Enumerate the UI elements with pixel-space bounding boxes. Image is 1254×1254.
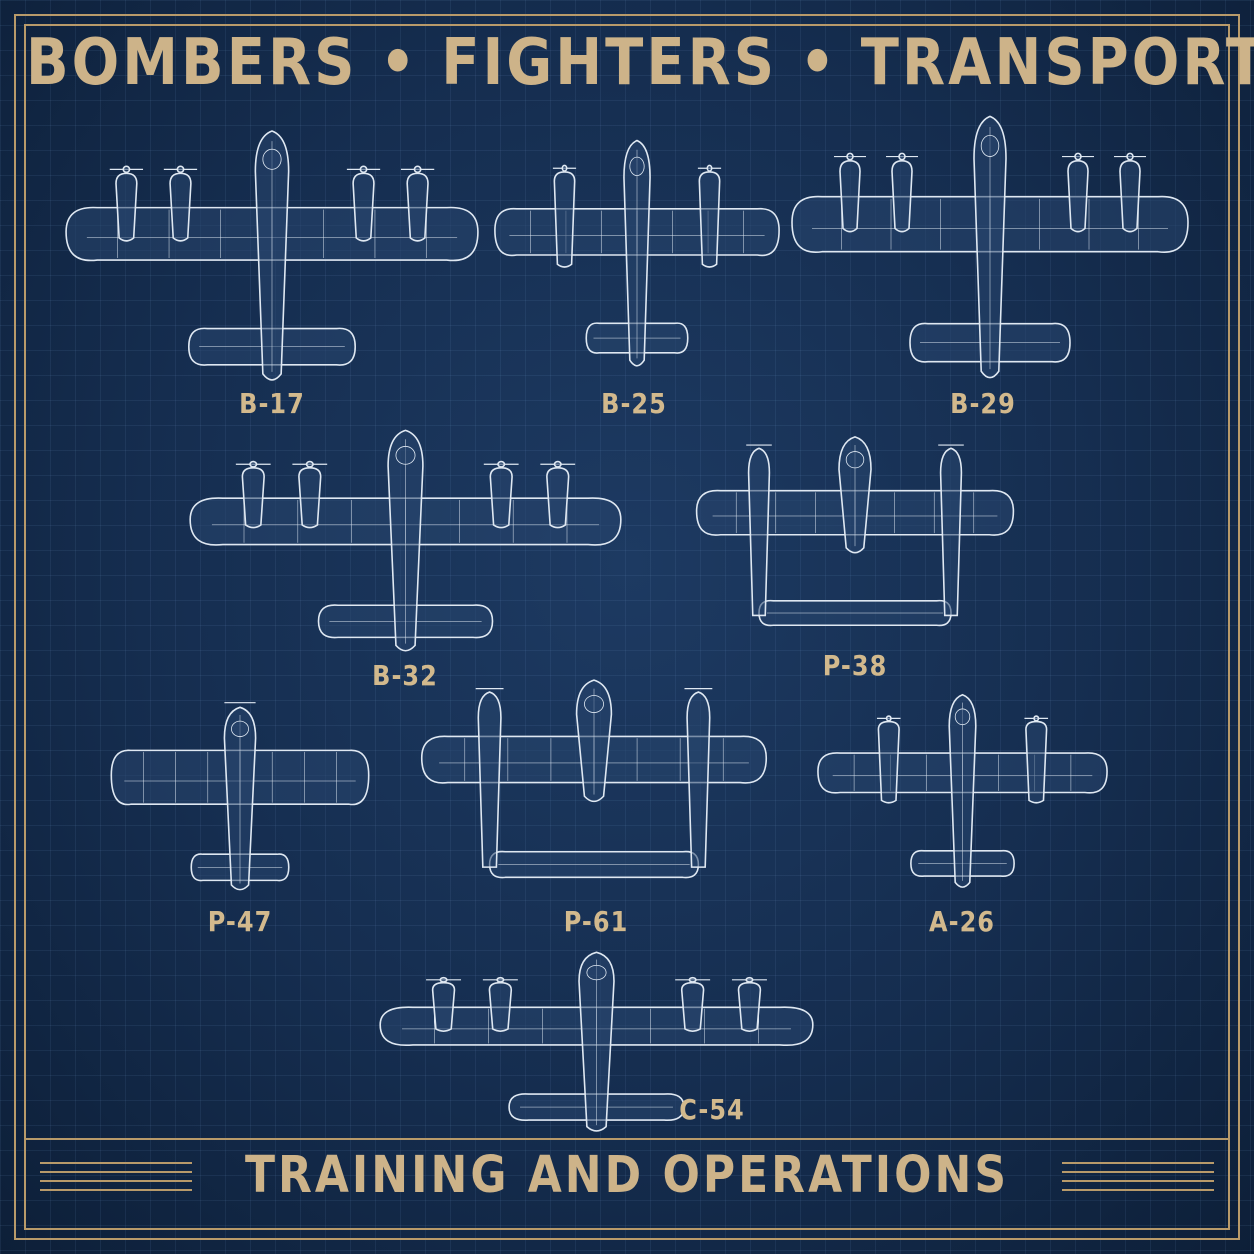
b-17-blueprint <box>64 125 480 387</box>
footer-title: TRAINING AND OPERATIONS <box>244 1146 1010 1205</box>
b-17-label: B-17 <box>239 387 305 421</box>
decorative-lines-right <box>1062 1162 1214 1202</box>
c-54-label: C-54 <box>679 1093 745 1127</box>
p-61-label: P-61 <box>563 905 629 939</box>
p-38-blueprint <box>695 432 1015 644</box>
c-54-blueprint <box>378 948 815 1136</box>
b-25-label: B-25 <box>601 387 667 421</box>
b-32-label: B-32 <box>372 659 438 693</box>
a-26-blueprint <box>815 690 1110 895</box>
p-61-blueprint <box>420 675 768 897</box>
b-29-blueprint <box>790 110 1190 385</box>
b-32-blueprint <box>188 425 623 657</box>
decorative-lines-left <box>40 1162 192 1202</box>
p-47-label: P-47 <box>207 905 273 939</box>
b-25-blueprint <box>492 135 782 375</box>
a-26-label: A-26 <box>929 905 995 939</box>
poster-title: BOMBERS • FIGHTERS • TRANSPORTS <box>26 25 1254 100</box>
p-47-blueprint <box>110 695 370 895</box>
outer-frame <box>14 14 1240 1240</box>
footer-divider <box>24 1138 1230 1140</box>
p-38-label: P-38 <box>822 649 888 683</box>
b-29-label: B-29 <box>950 387 1016 421</box>
inner-frame <box>24 24 1230 1230</box>
